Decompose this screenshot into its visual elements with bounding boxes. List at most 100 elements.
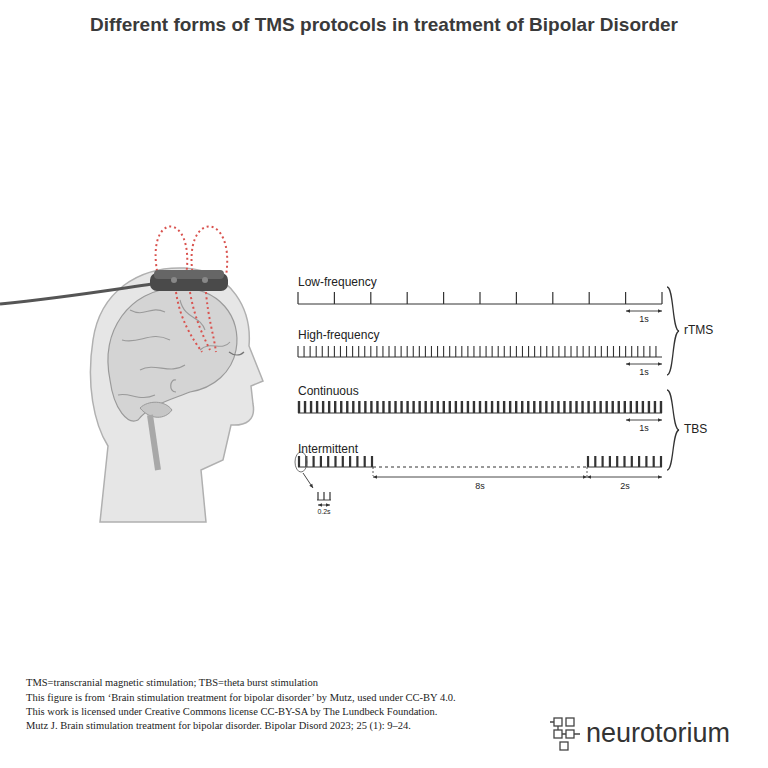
pulse-stroke — [406, 401, 408, 413]
time-label: 2s — [620, 481, 630, 491]
pulse-stroke — [623, 456, 625, 467]
pulse-stroke — [649, 346, 650, 357]
pulse-stroke — [376, 346, 377, 357]
wave-label: Intermittent — [298, 442, 358, 456]
pulse-stroke — [653, 456, 655, 467]
pulse-stroke — [467, 401, 469, 413]
pulse-stroke — [607, 346, 608, 357]
pulse-stroke — [400, 401, 402, 413]
pulse-stroke — [437, 401, 439, 413]
head-illustration — [90, 268, 263, 522]
pulse-stroke — [546, 346, 547, 357]
pulse-stroke — [654, 401, 656, 413]
pulse-stroke — [516, 346, 517, 357]
pulse-stroke — [583, 346, 584, 357]
pulse-stroke — [589, 292, 590, 304]
pulse-stroke — [317, 492, 318, 500]
pulse-stroke — [605, 401, 607, 413]
pulse-stroke — [313, 456, 315, 467]
time-label: 1s — [639, 367, 649, 377]
time-arrow — [626, 420, 662, 421]
pulse-stroke — [609, 456, 611, 467]
pulse-stroke — [479, 346, 480, 357]
group-bracket — [667, 287, 679, 470]
time-arrow — [373, 477, 587, 478]
pulse-stroke — [510, 346, 511, 357]
credit-line: Mutz J. Brain stimulation treatment for … — [26, 720, 411, 731]
pulse-stroke — [298, 456, 300, 467]
pulse-stroke — [425, 346, 426, 357]
pulse-stroke — [497, 401, 499, 413]
pulse-stroke — [297, 292, 298, 304]
pulse-stroke — [327, 456, 329, 467]
pulse-stroke — [648, 401, 650, 413]
pulse-stroke — [424, 401, 426, 413]
pulse-stroke — [552, 346, 553, 357]
pulse-stroke — [595, 346, 596, 357]
pulse-stroke — [498, 346, 499, 357]
pulse-stroke — [563, 401, 565, 413]
pulse-stroke — [370, 292, 371, 304]
pulse-stroke — [334, 292, 335, 304]
pulse-stroke — [388, 346, 389, 357]
pulse-stroke — [570, 346, 571, 357]
pulse-stroke — [342, 456, 344, 467]
group-label: rTMS — [684, 323, 713, 337]
pulse-stroke — [642, 401, 644, 413]
pulse-stroke — [443, 401, 445, 413]
pulse-stroke — [323, 492, 324, 500]
pulse-stroke — [443, 346, 444, 357]
pulse-stroke — [599, 401, 601, 413]
pulse-stroke — [655, 346, 656, 357]
logo-text: neurotorium — [586, 718, 730, 749]
pulse-stroke — [594, 456, 596, 467]
pulse-stroke — [431, 401, 433, 413]
group-label: TBS — [684, 422, 707, 436]
pulse-stroke — [631, 346, 632, 357]
credit-line: This figure is from ‘Brain stimulation t… — [26, 692, 456, 703]
caption: TMS=transcranial magnetic stimulation; T… — [26, 677, 318, 688]
pulse-stroke — [297, 346, 298, 357]
pulse-stroke — [310, 401, 312, 413]
title: Different forms of TMS protocols in trea… — [90, 14, 678, 36]
pulse-stroke — [346, 346, 347, 357]
pulse-stroke — [461, 401, 463, 413]
pulse-stroke — [515, 401, 517, 413]
pulse-stroke — [504, 346, 505, 357]
pulse-stroke — [358, 346, 359, 357]
pulse-stroke — [407, 346, 408, 357]
pulse-stroke — [437, 346, 438, 357]
pulse-stroke — [564, 346, 565, 357]
pulse-stroke — [618, 401, 620, 413]
pulse-stroke — [503, 401, 505, 413]
pulse-stroke — [473, 346, 474, 357]
pulse-stroke — [382, 401, 384, 413]
time-arrow — [626, 364, 662, 365]
logo-icon — [550, 718, 580, 750]
pulse-stroke — [601, 346, 602, 357]
pulse-stroke — [356, 456, 358, 467]
pulse-stroke — [443, 292, 444, 304]
pulse-stroke — [577, 346, 578, 357]
coil-cable — [0, 284, 152, 304]
pulse-stroke — [625, 346, 626, 357]
pulse-stroke — [431, 346, 432, 357]
pulse-stroke — [473, 401, 475, 413]
pulse-stroke — [636, 401, 638, 413]
pulse-stroke — [589, 346, 590, 357]
pulse-stroke — [509, 401, 511, 413]
pulse-stroke — [304, 346, 305, 357]
pulse-stroke — [394, 401, 396, 413]
pulse-stroke — [479, 292, 480, 304]
pulse-stroke — [616, 456, 618, 467]
pulse-stroke — [320, 456, 322, 467]
pulse-stroke — [401, 346, 402, 357]
pulse-stroke — [479, 401, 481, 413]
time-arrow — [318, 505, 330, 506]
pulse-stroke — [612, 401, 614, 413]
pulse-stroke — [492, 346, 493, 357]
pulse-stroke — [587, 401, 589, 413]
pulse-stroke — [455, 401, 457, 413]
pulse-stroke — [388, 401, 390, 413]
